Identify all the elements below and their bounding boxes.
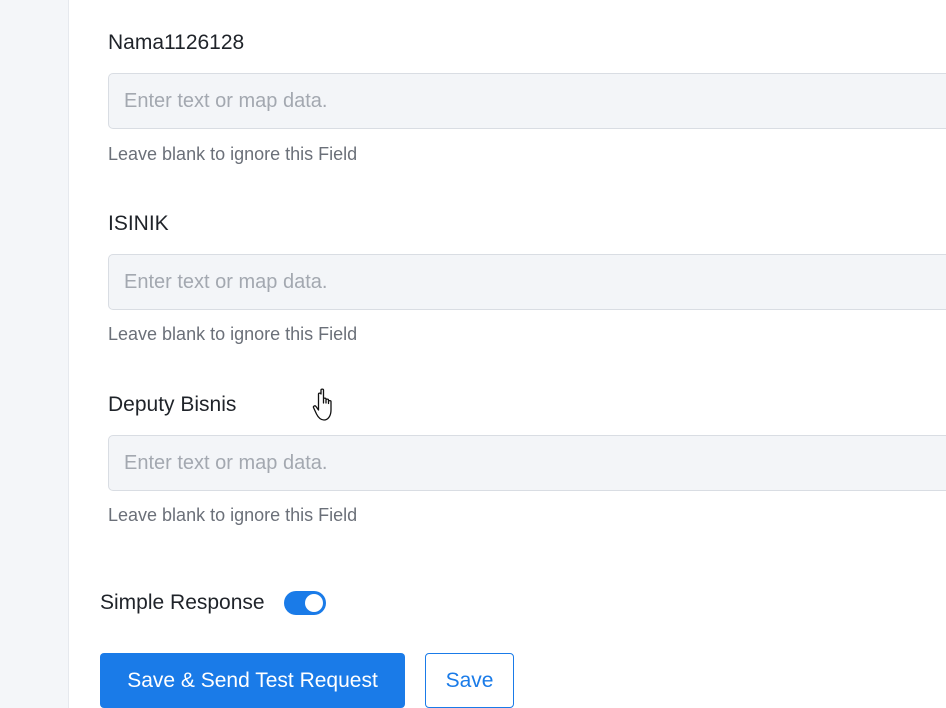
save-send-test-request-button[interactable]: Save & Send Test Request bbox=[100, 653, 405, 708]
deputy-bisnis-input[interactable] bbox=[108, 435, 946, 491]
field-label-isinik: ISINIK bbox=[108, 212, 169, 235]
simple-response-label: Simple Response bbox=[100, 591, 265, 614]
isinik-input[interactable] bbox=[108, 254, 946, 310]
field-hint-isinik: Leave blank to ignore this Field bbox=[108, 324, 358, 344]
field-hint-nama: Leave blank to ignore this Field bbox=[108, 144, 358, 164]
save-button[interactable]: Save bbox=[425, 653, 514, 708]
simple-response-toggle[interactable] bbox=[283, 591, 326, 615]
hand-pointer-icon bbox=[312, 388, 332, 421]
left-gutter bbox=[0, 0, 68, 708]
field-hint-deputy-bisnis: Leave blank to ignore this Field bbox=[108, 505, 358, 525]
field-label-nama: Nama1126128 bbox=[108, 31, 245, 54]
nama-input[interactable] bbox=[108, 73, 946, 129]
simple-response-row: Simple Response bbox=[100, 588, 326, 618]
toggle-knob bbox=[304, 594, 323, 612]
field-label-deputy-bisnis: Deputy Bisnis bbox=[108, 393, 237, 416]
